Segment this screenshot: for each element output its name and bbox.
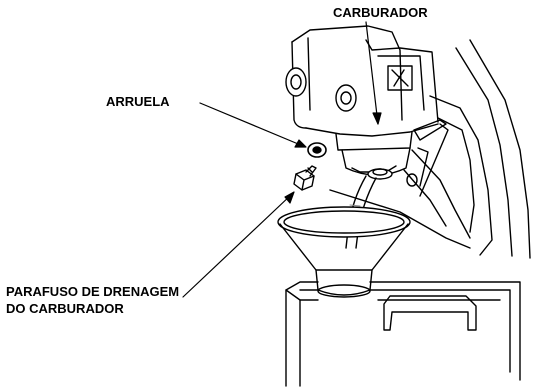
drain-screw-label-line2: DO CARBURADOR	[6, 301, 124, 316]
washer-icon	[307, 142, 327, 158]
drain-screw-label-line1: PARAFUSO DE DRENAGEM	[6, 284, 180, 299]
leader-lines	[182, 21, 382, 298]
carburetor-body	[285, 25, 449, 197]
fuel-container	[285, 281, 521, 387]
drain-screw-icon	[293, 165, 317, 191]
washer-label: ARRUELA	[106, 94, 170, 109]
drain-screw-label: PARAFUSO DE DRENAGEM DO CARBURADOR	[6, 283, 179, 317]
funnel	[277, 206, 411, 298]
carburetor-label: CARBURADOR	[333, 5, 428, 20]
